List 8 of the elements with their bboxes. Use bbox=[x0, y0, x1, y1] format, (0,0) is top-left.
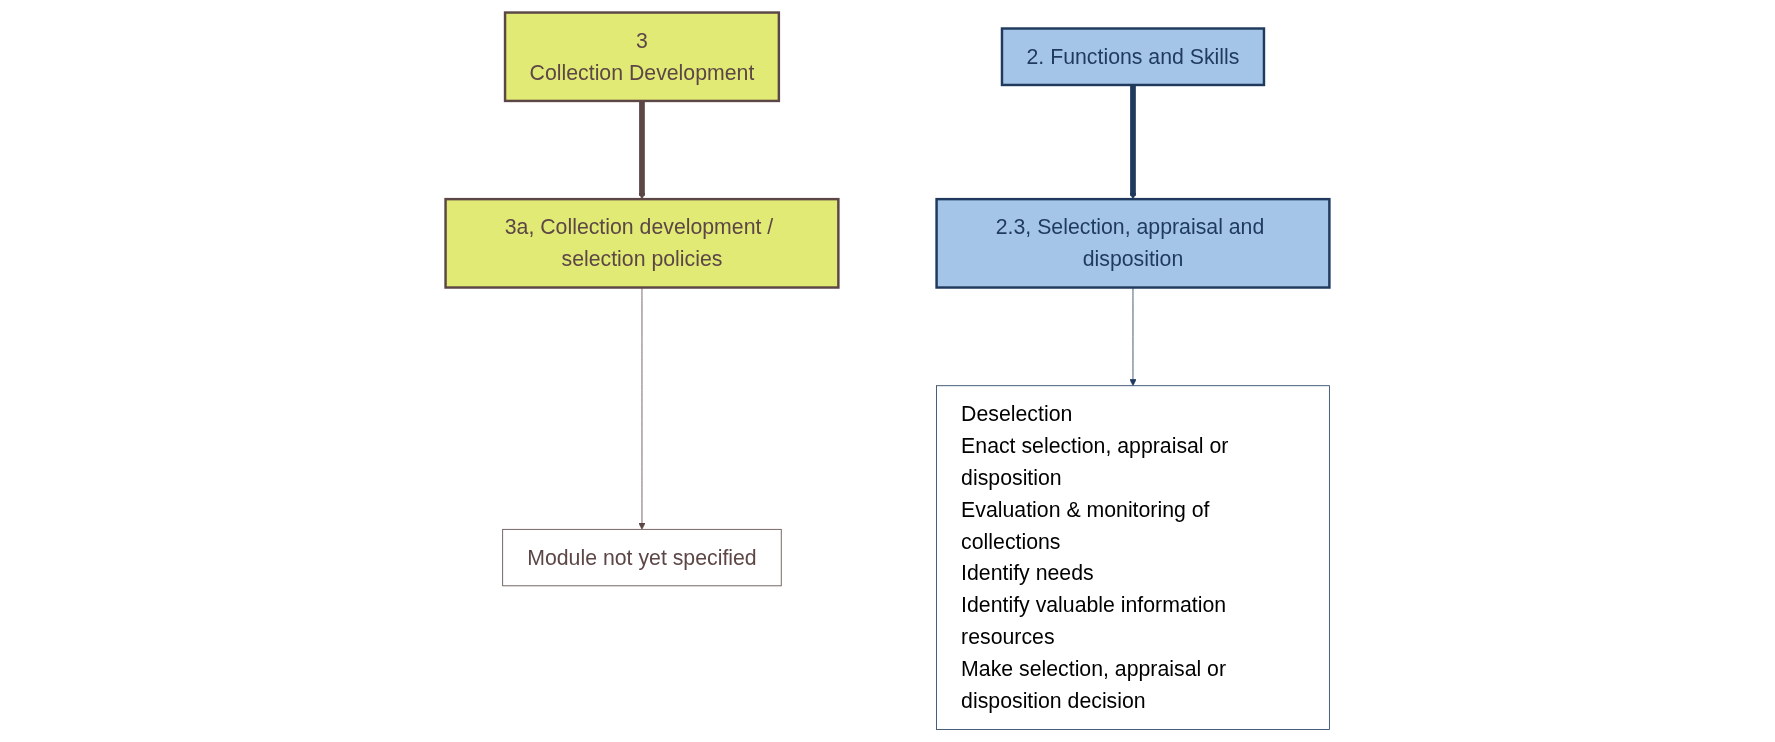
arrow bbox=[638, 100, 646, 200]
arrow bbox=[1129, 84, 1137, 200]
node-box: 3 Collection Development bbox=[503, 11, 781, 103]
node-box: 3a, Collection development / selection policies bbox=[444, 197, 840, 289]
node-box: Module not yet specified bbox=[502, 528, 782, 587]
node-box: 2.3, Selection, appraisal and disposition bbox=[935, 197, 1331, 289]
node-box: 2. Functions and Skills bbox=[1000, 27, 1266, 87]
node-box: Deselection Enact selection, appraisal or disposition Evaluation & monitoring of collections Identify needs Identify valuable information resources Make selection, appraisal or disposition decision bbox=[936, 385, 1330, 730]
